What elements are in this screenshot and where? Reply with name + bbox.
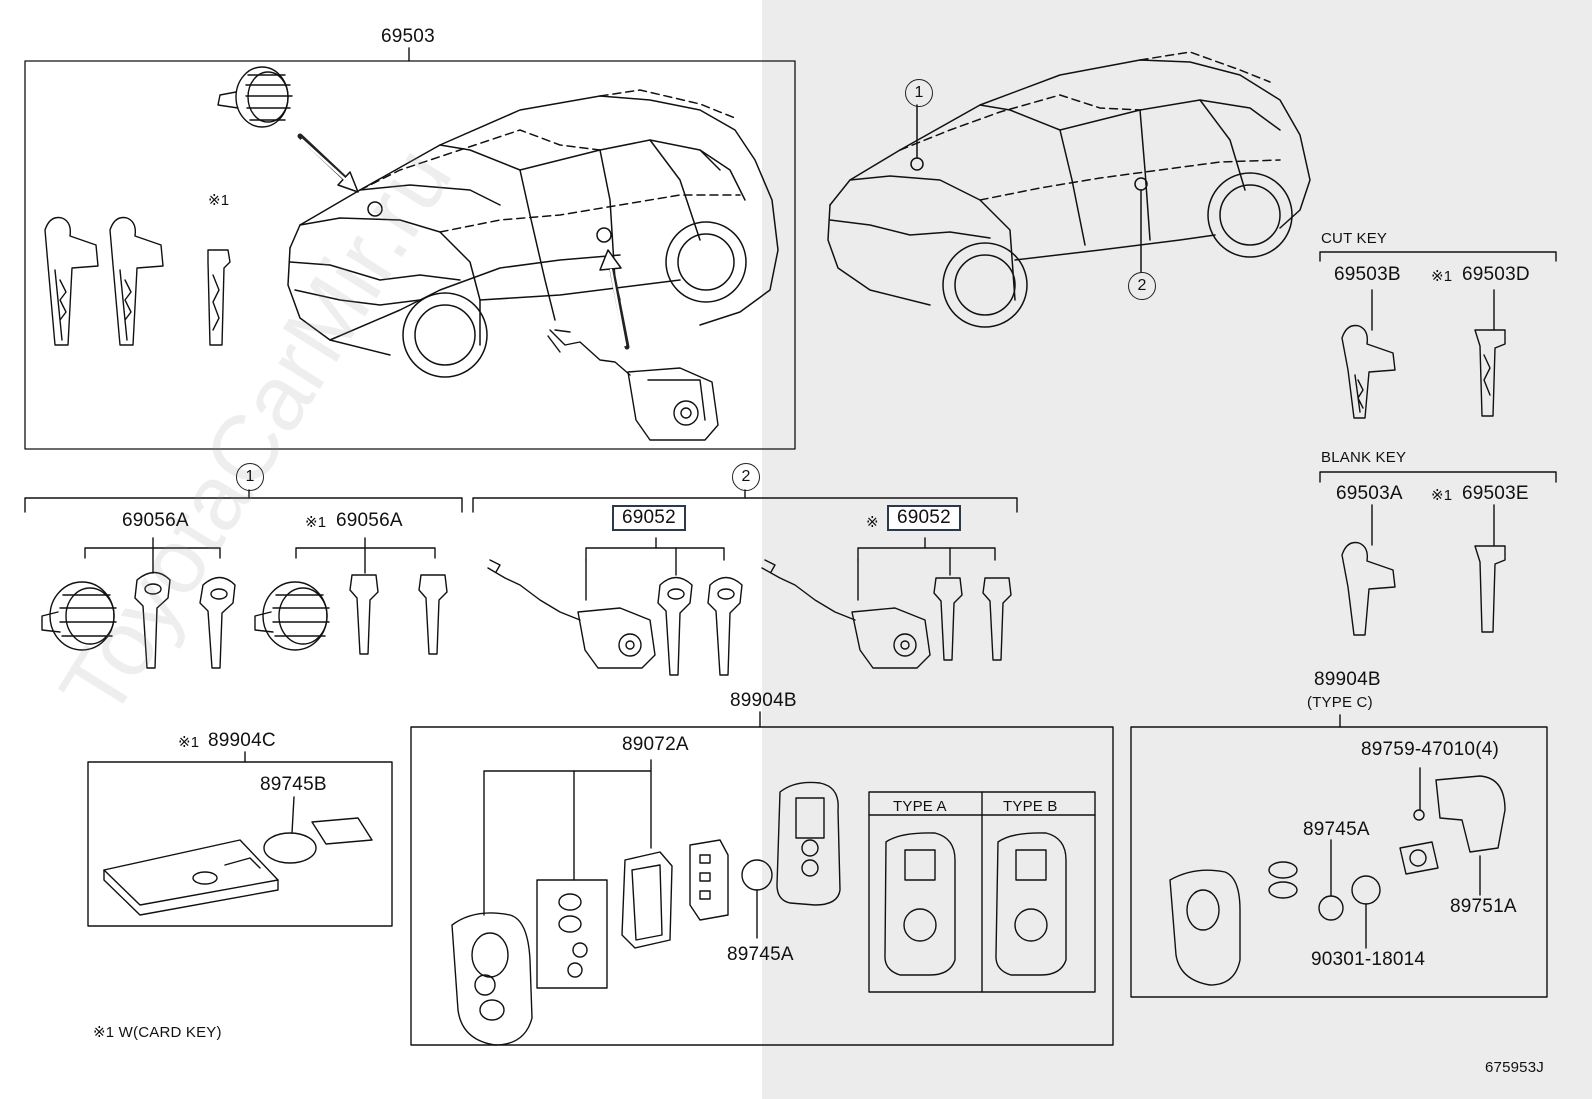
label-89745a: 89745A [727,944,794,965]
label-69503d: 69503D [1462,264,1530,285]
group-two-bracket [472,489,1018,513]
shaded-panel [762,0,1592,1099]
top-assembly-box [24,47,796,450]
callout-2-icon: 2 [1128,272,1156,300]
note-mark-blank: ※1 [1431,487,1453,504]
group-one-a [41,537,236,669]
note-mark-g2: ※ [866,514,879,531]
label-89904b: 89904B [730,690,797,711]
key-group-left [44,216,231,346]
group-one-bracket [24,489,463,513]
group-two-a [487,537,743,676]
footnote: ※1 W(CARD KEY) [93,1024,222,1041]
callout-1-icon: 1 [905,79,933,107]
blank-key-header: BLANK KEY [1321,449,1407,466]
vehicle-illustration-right [827,51,1311,328]
label-89904c: 89904C [208,730,276,751]
label-69503a: 69503A [1336,483,1403,504]
note-mark-card: ※1 [178,734,200,751]
blank-key-icons [1341,541,1506,636]
group-one-b [254,537,448,655]
callout-2-group-icon: 2 [732,463,760,491]
cut-key-icons [1341,324,1506,419]
label-89745b: 89745B [260,774,327,795]
door-lock-cylinder-icon [547,329,719,441]
label-90301: 90301-18014 [1311,949,1426,970]
label-69056a: 69056A [122,510,189,531]
label-89745a-typec: 89745A [1303,819,1370,840]
label-69052-alt: 69052 [887,505,961,531]
blank-key-bracket [1319,471,1557,546]
label-89904b-typec: 89904B [1314,669,1381,690]
label-69503b: 69503B [1334,264,1401,285]
smart-key-box [410,711,1114,1046]
note-mark-cut: ※1 [1431,268,1453,285]
vehicle-illustration-left [287,89,779,378]
label-89751a: 89751A [1450,896,1517,917]
label-type-c: (TYPE C) [1307,694,1373,711]
label-69052: 69052 [612,505,686,531]
label-69503e: 69503E [1462,483,1529,504]
callout-1-group-icon: 1 [236,463,264,491]
label-89759: 89759-47010(4) [1361,739,1500,760]
label-type-b: TYPE B [1003,798,1058,815]
note-mark-1: ※1 [208,192,230,209]
note-mark-g1: ※1 [305,514,327,531]
label-69056a-alt: 69056A [336,510,403,531]
cut-key-header: CUT KEY [1321,230,1388,247]
group-two-b [761,537,1012,669]
ignition-cylinder-icon [217,66,293,128]
diagram-id: 675953J [1485,1059,1544,1076]
label-type-a: TYPE A [893,798,947,815]
type-c-box [1130,714,1548,998]
label-89072a: 89072A [622,734,689,755]
card-key-box [87,751,393,927]
label-top-assembly: 69503 [381,26,435,47]
cut-key-bracket [1319,251,1557,331]
